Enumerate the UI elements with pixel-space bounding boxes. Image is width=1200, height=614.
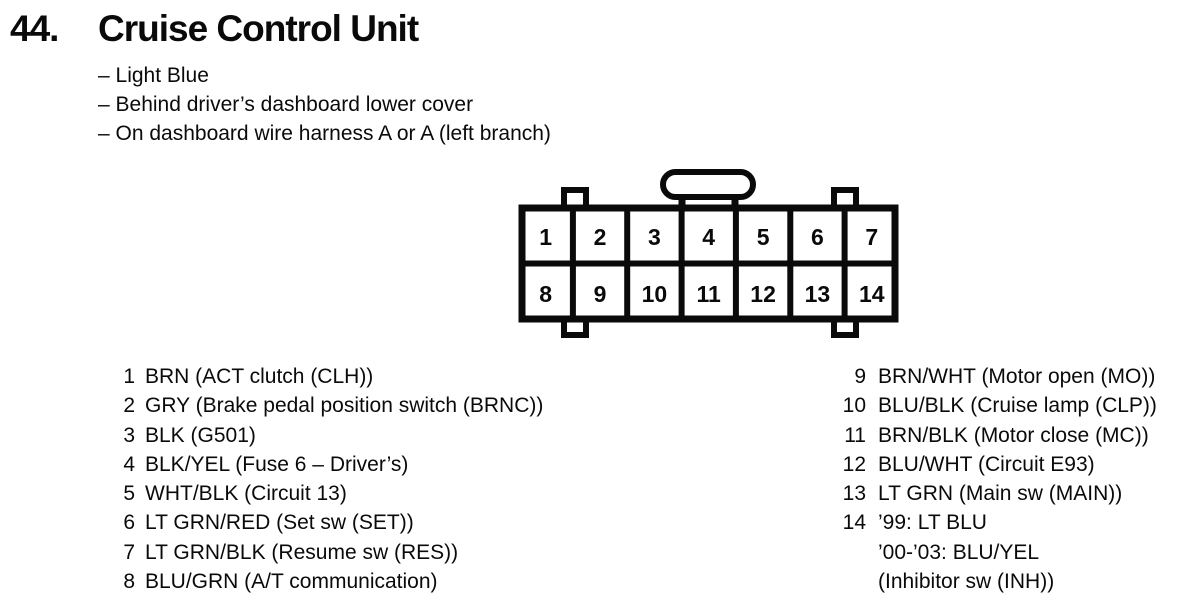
connector-latch [660,169,756,200]
pin-list-row: 8 BLU/GRN (A/T communication) [100,567,543,596]
pin-list-right: 9 BRN/WHT (Motor open (MO)) 10 BLU/BLK (… [820,362,1157,596]
pin-number: 14 [842,511,866,535]
pin-number [820,567,866,596]
connector-pin-number: 10 [642,281,668,307]
connector-pin-number: 1 [539,224,552,250]
pin-description: BLU/GRN (A/T communication) [145,570,438,594]
pin-number: 10 [842,394,866,418]
pin-list-row: 13 LT GRN (Main sw (MAIN)) [820,479,1157,508]
pin-list-row: 5 WHT/BLK (Circuit 13) [100,479,543,508]
pin-description: LT GRN/BLK (Resume sw (RES)) [145,540,459,564]
connector-pin-number: 2 [594,224,607,250]
pin-description: BLK (G501) [145,423,256,447]
connector-diagram: 1 2 3 4 5 6 7 8 9 10 11 12 13 14 [518,169,899,338]
pin-description: BLK/YEL (Fuse 6 – Driver’s) [145,452,409,476]
connector-pin-number: 12 [750,281,776,307]
pin-description: BRN/WHT (Motor open (MO)) [878,365,1156,388]
pin-list-row: 6 LT GRN/RED (Set sw (SET)) [100,508,543,537]
pin-number: 8 [123,570,135,594]
connector-pin-number: 7 [865,224,878,250]
connector-pin-number: 8 [539,281,552,307]
note-line: – Behind driver’s dashboard lower cover [98,93,474,116]
pin-description: LT GRN/RED (Set sw (SET)) [145,511,414,535]
pin-number: 3 [123,423,135,447]
pin-description: BRN (ACT clutch (CLH)) [145,365,374,388]
pin-list-row: 3 BLK (G501) [100,421,543,450]
pin-description: BLU/BLK (Cruise lamp (CLP)) [878,394,1157,418]
note-line: – Light Blue [98,64,209,87]
pin-number: 11 [844,423,866,447]
pin-number: 13 [842,482,866,506]
pin-description: LT GRN (Main sw (MAIN)) [878,482,1123,506]
section-number: 44. [10,8,59,49]
pin-number: 2 [123,394,135,418]
notes-list: – Light Blue – Behind driver’s dashboard… [98,61,551,148]
pin-description: BLU/WHT (Circuit E93) [878,452,1095,476]
page-title: Cruise Control Unit [98,8,419,49]
pin-number: 6 [123,511,135,535]
pin-list-row-continuation: (Inhibitor sw (INH)) [820,567,1157,596]
note-line: – On dashboard wire harness A or A (left… [98,122,551,145]
connector-pin-number: 13 [805,281,831,307]
pin-description: (Inhibitor sw (INH)) [878,570,1055,594]
connector-pin-number: 9 [594,281,607,307]
pin-description: WHT/BLK (Circuit 13) [145,482,347,506]
connector-pin-number: 5 [757,224,770,250]
pin-list-row: 4 BLK/YEL (Fuse 6 – Driver’s) [100,450,543,479]
pin-number: 12 [842,452,866,476]
connector-pin-number: 3 [648,224,661,250]
pin-number: 1 [123,365,135,388]
connector-pin-number: 4 [702,224,715,250]
connector-pin-number: 6 [811,224,824,250]
pin-list-left: 1 BRN (ACT clutch (CLH)) 2 GRY (Brake pe… [100,362,543,596]
pin-list-row: 14 ’99: LT BLU [820,508,1157,537]
pin-list-row: 2 GRY (Brake pedal position switch (BRNC… [100,391,543,420]
pin-list-row: 7 LT GRN/BLK (Resume sw (RES)) [100,538,543,567]
pin-list-row: 9 BRN/WHT (Motor open (MO)) [820,362,1157,391]
pin-list-row: 12 BLU/WHT (Circuit E93) [820,450,1157,479]
pin-description: ’00-’03: BLU/YEL [878,540,1040,564]
pin-number: 7 [123,540,135,564]
connector-pin-number: 11 [697,281,722,307]
pin-number: 5 [123,482,135,506]
pin-list-row: 11 BRN/BLK (Motor close (MC)) [820,421,1157,450]
pin-number [820,538,866,567]
pin-list-row: 1 BRN (ACT clutch (CLH)) [100,362,543,391]
connector-grid-lines [522,208,895,319]
pin-description: ’99: LT BLU [878,511,987,535]
connector-pin-number: 14 [859,281,885,307]
pin-number: 4 [123,452,135,476]
pin-description: GRY (Brake pedal position switch (BRNC)) [145,394,544,418]
pin-description: BRN/BLK (Motor close (MC)) [878,423,1149,447]
pin-number: 9 [854,365,866,388]
pin-list-row: 10 BLU/BLK (Cruise lamp (CLP)) [820,391,1157,420]
pin-list-row-continuation: ’00-’03: BLU/YEL [820,538,1157,567]
